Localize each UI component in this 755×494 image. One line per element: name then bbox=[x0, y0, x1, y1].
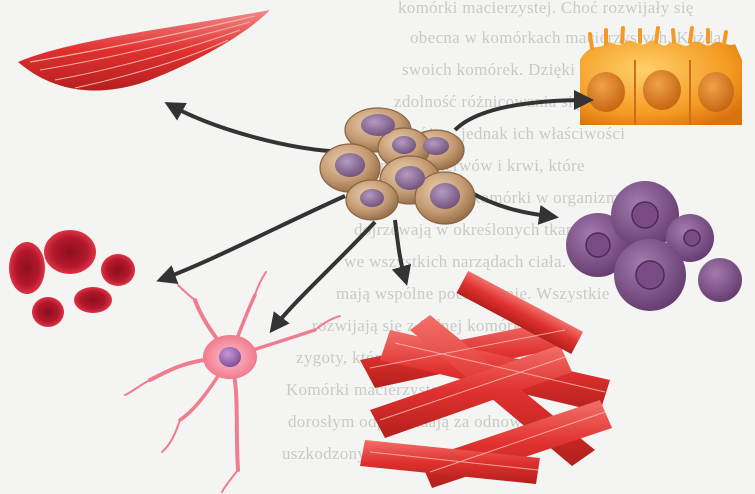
skeletal-muscle-fibers-icon bbox=[360, 271, 612, 488]
bone-marrow-cells-icon bbox=[566, 181, 742, 311]
arrow-to-nerve-cell bbox=[272, 222, 375, 330]
epithelial-cells-icon bbox=[580, 28, 742, 125]
arrow-to-smooth-muscle bbox=[168, 104, 345, 152]
arrow-to-red-blood-cells bbox=[160, 196, 345, 280]
arrow-to-bone-marrow bbox=[470, 192, 555, 217]
nerve-cell-icon bbox=[125, 272, 340, 492]
red-blood-cells-icon bbox=[9, 230, 135, 327]
arrow-to-epithelial bbox=[455, 100, 590, 130]
stem-cell-cluster-icon bbox=[320, 108, 475, 224]
smooth-muscle-cell-icon bbox=[18, 10, 270, 91]
arrow-to-skeletal-muscle bbox=[395, 220, 406, 282]
